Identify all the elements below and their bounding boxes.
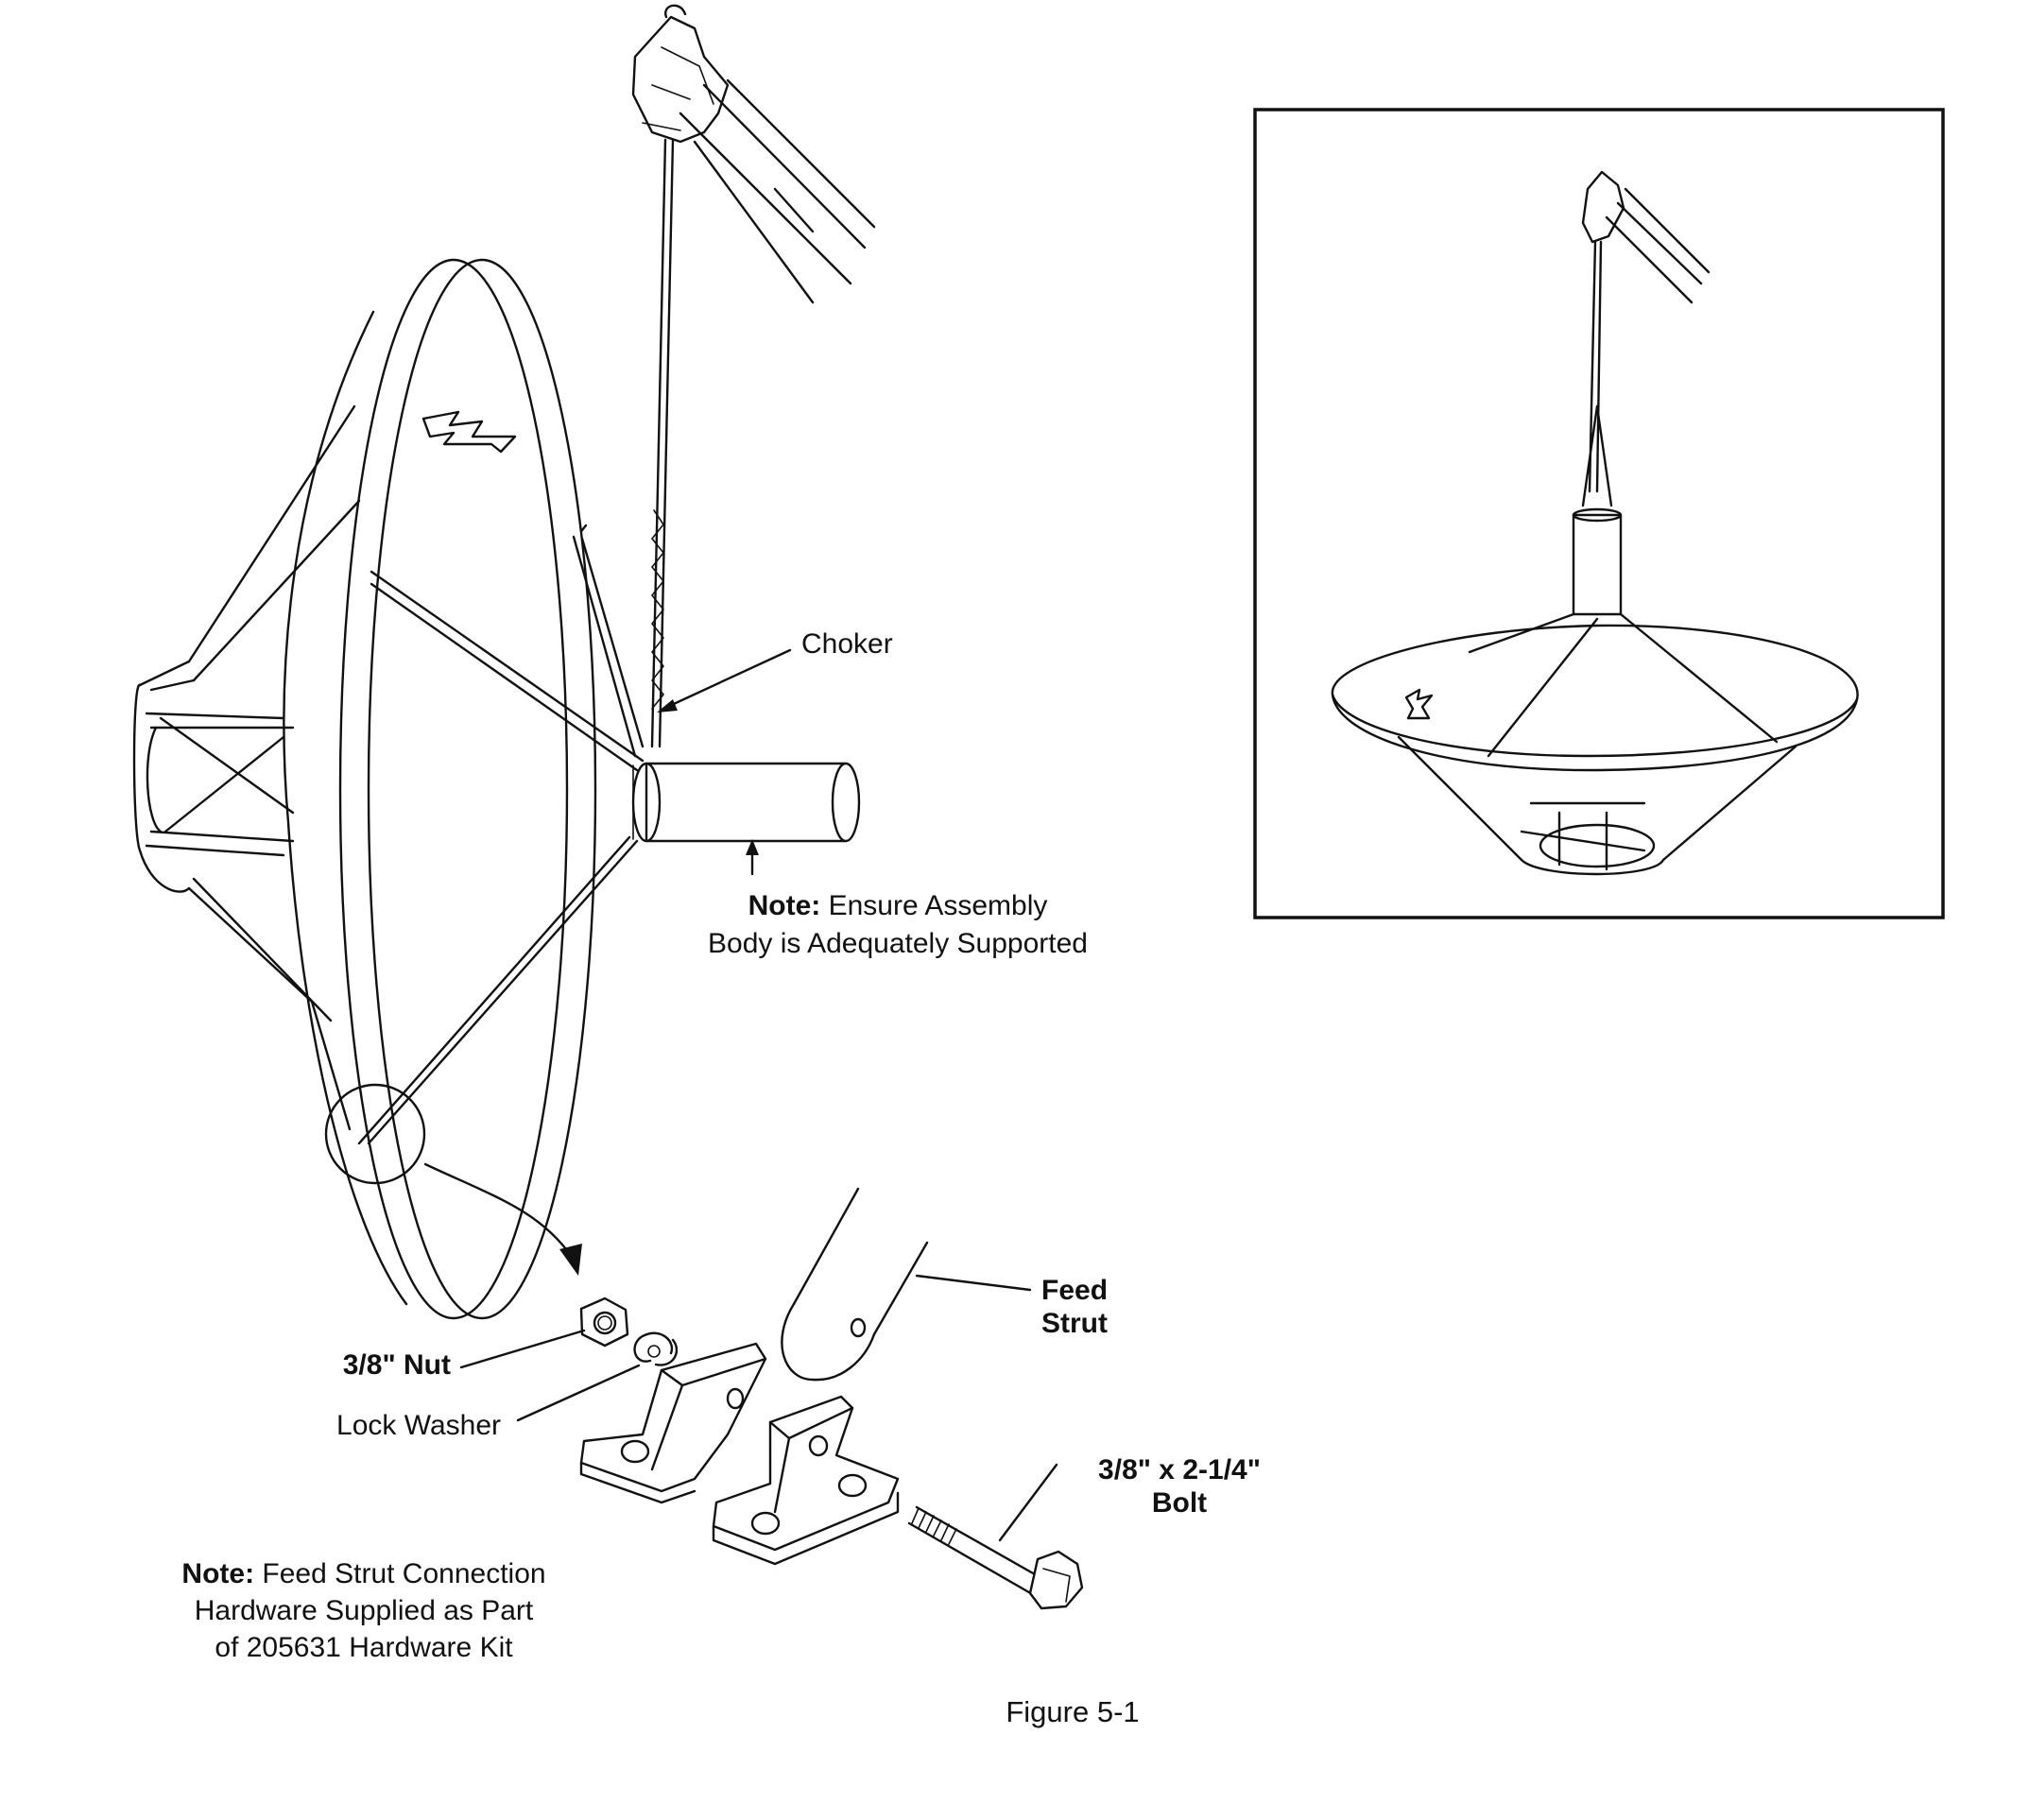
feed-strut-label-line1: Feed — [1041, 1275, 1108, 1306]
bolt-pointer — [998, 1463, 1058, 1542]
main-antenna-illustration — [132, 4, 876, 1320]
feed-strut-label-line2: Strut — [1041, 1308, 1108, 1339]
feed-strut-pointer — [915, 1274, 1032, 1292]
nut-label: 3/8" Nut — [343, 1349, 451, 1381]
hardware-note-line3: of 205631 Hardware Kit — [215, 1632, 513, 1663]
bolt-part — [907, 1505, 1084, 1610]
choker-pointer — [657, 648, 792, 713]
choker-sling — [576, 138, 675, 748]
dish-reflector — [283, 258, 645, 1320]
hardware-note-line1: Note: Feed Strut Connection — [181, 1558, 545, 1589]
hardware-exploded-view — [459, 1187, 1084, 1610]
choker-label: Choker — [801, 628, 893, 660]
lock-washer-pointer — [516, 1364, 641, 1422]
feed-body — [631, 762, 861, 843]
support-arrow — [746, 839, 759, 876]
right-bracket — [712, 1395, 900, 1566]
nut-part — [579, 1296, 629, 1348]
figure-caption: Figure 5-1 — [1006, 1695, 1139, 1728]
crane-hook — [631, 4, 876, 304]
bolt-label-line1: 3/8" x 2-1/4" — [1098, 1454, 1261, 1485]
manufacturer-logo — [421, 410, 517, 454]
support-note-line2: Body is Adequately Supported — [708, 928, 1088, 959]
lock-washer-part — [633, 1331, 679, 1366]
feed-strut-tube — [781, 1187, 929, 1382]
dish-back-frame — [132, 404, 361, 1131]
left-bracket — [579, 1342, 767, 1504]
labels: Choker Note: Ensure Assembly Body is Ade… — [181, 628, 1261, 1728]
inset-lifting-view — [1253, 108, 1945, 919]
bolt-label-line2: Bolt — [1152, 1487, 1207, 1519]
detail-callout — [324, 1083, 582, 1276]
hardware-note-line2: Hardware Supplied as Part — [195, 1595, 534, 1626]
lock-washer-label: Lock Washer — [336, 1410, 501, 1441]
support-note-line1: Note: Ensure Assembly — [748, 890, 1048, 921]
nut-pointer — [459, 1329, 586, 1369]
